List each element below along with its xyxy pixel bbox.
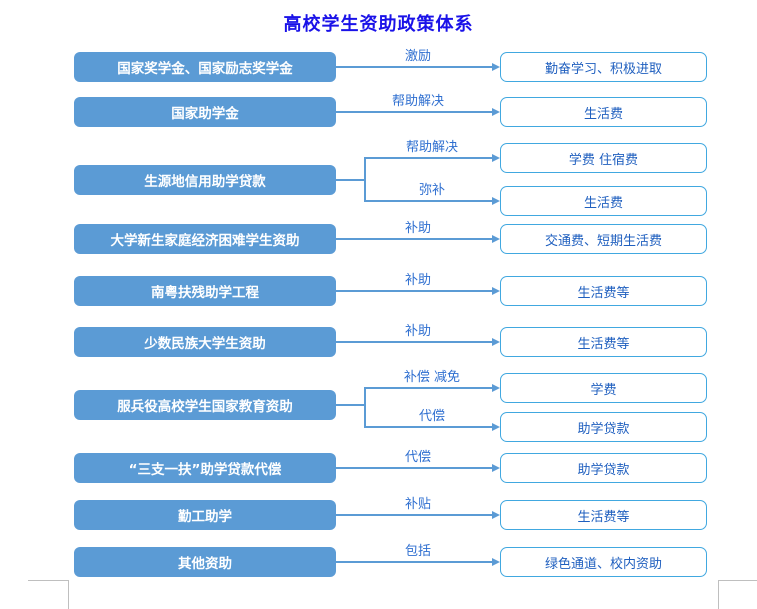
target-box-label: 学费 bbox=[590, 382, 617, 398]
connector-label: 帮助解决 bbox=[391, 94, 444, 109]
target-box[interactable]: 助学贷款 bbox=[500, 412, 707, 442]
target-box[interactable]: 生活费等 bbox=[500, 276, 707, 306]
target-box[interactable]: 学费 住宿费 bbox=[500, 143, 707, 173]
target-box[interactable]: 助学贷款 bbox=[500, 453, 707, 483]
source-box[interactable]: 国家助学金 bbox=[74, 97, 336, 127]
target-box-label: 生活费等 bbox=[577, 509, 630, 525]
target-box[interactable]: 交通费、短期生活费 bbox=[500, 224, 707, 254]
connector-arrow-line bbox=[336, 561, 492, 563]
connector-stub bbox=[336, 179, 364, 181]
target-box-label: 生活费等 bbox=[577, 336, 630, 352]
source-box-label: 服兵役高校学生国家教育资助 bbox=[117, 399, 293, 415]
connector-label: 补偿 减免 bbox=[403, 370, 461, 385]
connector-arrow-head bbox=[492, 383, 500, 392]
connector-arrow-line bbox=[336, 238, 492, 240]
connector-label: 补贴 bbox=[404, 497, 431, 512]
source-box-label: 国家助学金 bbox=[171, 106, 239, 122]
source-box[interactable]: 国家奖学金、国家励志奖学金 bbox=[74, 52, 336, 82]
target-box[interactable]: 学费 bbox=[500, 373, 707, 403]
source-box[interactable]: 生源地信用助学贷款 bbox=[74, 165, 336, 195]
connector-arrow-head bbox=[492, 286, 500, 295]
connector-arrow-head bbox=[492, 510, 500, 519]
target-box-label: 生活费等 bbox=[577, 285, 630, 301]
target-box[interactable]: 生活费等 bbox=[500, 327, 707, 357]
connector-label: 激励 bbox=[404, 49, 431, 64]
connector-split bbox=[364, 388, 366, 427]
target-box[interactable]: 生活费等 bbox=[500, 500, 707, 530]
crop-mark-bottom-right-vertical bbox=[718, 580, 719, 609]
crop-mark-bottom-right bbox=[718, 580, 757, 607]
connector-arrow-head bbox=[492, 337, 500, 346]
connector-arrow-head bbox=[492, 153, 500, 162]
connector-arrow-line bbox=[364, 200, 492, 202]
crop-mark-bottom-left-vertical bbox=[68, 580, 69, 609]
connector-arrow-head bbox=[492, 196, 500, 205]
target-box-label: 学费 住宿费 bbox=[568, 152, 639, 168]
connector-arrow-head bbox=[492, 62, 500, 71]
connector-stub bbox=[336, 404, 364, 406]
connector-label: 补助 bbox=[404, 324, 431, 339]
connector-arrow-line bbox=[364, 387, 492, 389]
connector-arrow-head bbox=[492, 463, 500, 472]
source-box-label: 勤工助学 bbox=[178, 509, 232, 525]
connector-split bbox=[364, 158, 366, 201]
connector-arrow-head bbox=[492, 107, 500, 116]
target-box[interactable]: 生活费 bbox=[500, 97, 707, 127]
connector-arrow-head bbox=[492, 422, 500, 431]
connector-arrow-line bbox=[336, 467, 492, 469]
source-box[interactable]: 服兵役高校学生国家教育资助 bbox=[74, 390, 336, 420]
target-box-label: 交通费、短期生活费 bbox=[544, 233, 662, 249]
target-box-label: 助学贷款 bbox=[577, 421, 630, 437]
connector-label: 代偿 bbox=[404, 450, 431, 465]
connector-arrow-line bbox=[336, 341, 492, 343]
source-box-label: 国家奖学金、国家励志奖学金 bbox=[117, 61, 293, 77]
connector-arrow-head bbox=[492, 234, 500, 243]
source-box-label: 少数民族大学生资助 bbox=[144, 336, 266, 352]
connector-arrow-line bbox=[336, 290, 492, 292]
connector-label: 补助 bbox=[404, 273, 431, 288]
target-box-label: 助学贷款 bbox=[577, 462, 630, 478]
connector-arrow-line bbox=[336, 514, 492, 516]
source-box-label: “三支一扶”助学贷款代偿 bbox=[128, 462, 282, 478]
source-box[interactable]: “三支一扶”助学贷款代偿 bbox=[74, 453, 336, 483]
source-box-label: 大学新生家庭经济困难学生资助 bbox=[110, 233, 300, 249]
target-box[interactable]: 生活费 bbox=[500, 186, 707, 216]
source-box[interactable]: 少数民族大学生资助 bbox=[74, 327, 336, 357]
connector-label: 帮助解决 bbox=[405, 140, 458, 155]
connector-arrow-head bbox=[492, 557, 500, 566]
target-box-label: 勤奋学习、积极进取 bbox=[544, 61, 662, 77]
source-box[interactable]: 大学新生家庭经济困难学生资助 bbox=[74, 224, 336, 254]
connector-label: 补助 bbox=[404, 221, 431, 236]
source-box-label: 生源地信用助学贷款 bbox=[144, 174, 266, 190]
crop-mark-bottom-left bbox=[28, 580, 68, 607]
connector-label: 弥补 bbox=[418, 183, 445, 198]
connector-label: 代偿 bbox=[418, 409, 445, 424]
page-title: 高校学生资助政策体系 bbox=[283, 14, 474, 35]
target-box[interactable]: 勤奋学习、积极进取 bbox=[500, 52, 707, 82]
source-box[interactable]: 其他资助 bbox=[74, 547, 336, 577]
target-box-label: 生活费 bbox=[583, 195, 623, 211]
connector-arrow-line bbox=[336, 66, 492, 68]
source-box[interactable]: 勤工助学 bbox=[74, 500, 336, 530]
source-box[interactable]: 南粤扶残助学工程 bbox=[74, 276, 336, 306]
source-box-label: 其他资助 bbox=[178, 556, 232, 572]
target-box-label: 绿色通道、校内资助 bbox=[544, 556, 662, 572]
connector-arrow-line bbox=[364, 157, 492, 159]
source-box-label: 南粤扶残助学工程 bbox=[151, 285, 259, 301]
target-box-label: 生活费 bbox=[583, 106, 623, 122]
target-box[interactable]: 绿色通道、校内资助 bbox=[500, 547, 707, 577]
connector-arrow-line bbox=[336, 111, 492, 113]
connector-arrow-line bbox=[364, 426, 492, 428]
connector-label: 包括 bbox=[404, 544, 431, 559]
